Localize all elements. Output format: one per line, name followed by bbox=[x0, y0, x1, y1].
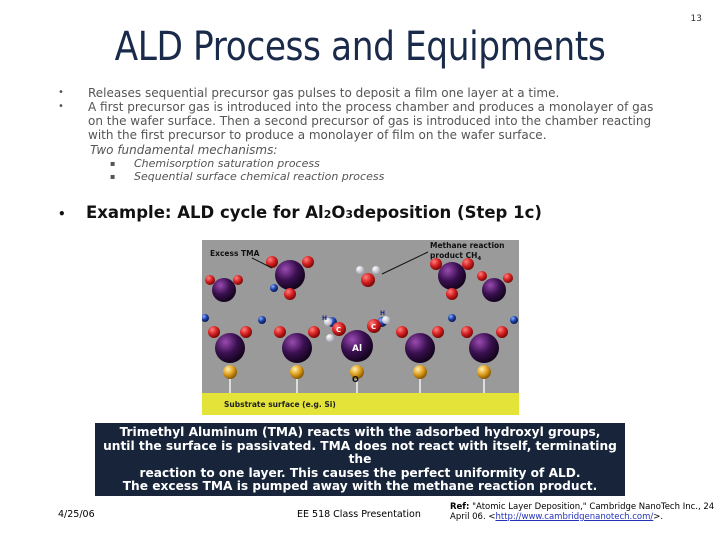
ref-label: Ref: bbox=[450, 502, 470, 512]
arrow-icon bbox=[251, 257, 273, 269]
methane-label: product CH4 bbox=[430, 251, 481, 262]
slide-title: ALD Process and Equipments bbox=[114, 24, 606, 70]
bullet-dot-icon: • bbox=[58, 101, 64, 112]
methane-label: Methane reaction bbox=[430, 241, 505, 250]
bullet-text: A first precursor gas is introduced into… bbox=[88, 100, 654, 142]
substrate-surface bbox=[202, 393, 519, 415]
sub-bullet-item: ▪ Sequential surface chemical reaction p… bbox=[110, 170, 658, 183]
example-suffix: deposition (Step 1c) bbox=[353, 203, 542, 222]
bullet-item: • A first precursor gas is introduced in… bbox=[58, 100, 658, 142]
excess-tma-label: Excess TMA bbox=[210, 249, 260, 258]
adsorbed-layer bbox=[202, 314, 518, 363]
example-subscript: 2 bbox=[323, 208, 332, 221]
slide-number: 13 bbox=[690, 14, 702, 24]
bullet-text: Releases sequential precursor gas pulses… bbox=[88, 86, 560, 100]
example-mid: O bbox=[331, 203, 346, 222]
caption-line: until the surface is passivated. TMA doe… bbox=[103, 438, 617, 466]
methane-molecules: C C H H bbox=[322, 310, 390, 342]
sub-heading: Two fundamental mechanisms: bbox=[90, 143, 278, 157]
ref-text: "Atomic Layer Deposition," Cambridge Nan… bbox=[450, 502, 715, 522]
aluminum-label: Al bbox=[352, 344, 362, 354]
footer-date: 4/25/06 bbox=[58, 509, 95, 520]
hydrogen-label: H bbox=[380, 310, 385, 317]
bullet-dot-icon: • bbox=[58, 207, 66, 221]
surface-pins bbox=[223, 365, 491, 393]
carbon-label: C bbox=[371, 323, 376, 331]
oxygen-label: O bbox=[352, 375, 359, 384]
methane-subscript: 4 bbox=[477, 256, 481, 262]
ref-link[interactable]: http://www.cambridgenanotech.com/ bbox=[495, 512, 654, 522]
sub-bullet-text: Sequential surface chemical reaction pro… bbox=[134, 170, 385, 183]
example-subscript: 3 bbox=[345, 208, 354, 221]
square-bullet-icon: ▪ bbox=[110, 172, 116, 181]
ref-end: >. bbox=[653, 512, 664, 522]
example-prefix: Example: ALD cycle for Al bbox=[86, 203, 324, 222]
caption-line: Trimethyl Aluminum (TMA) reacts with the… bbox=[119, 425, 601, 439]
square-bullet-icon: ▪ bbox=[110, 159, 116, 168]
arrow-icon bbox=[381, 251, 429, 275]
sub-bullet-item: ▪ Chemisorption saturation process bbox=[110, 157, 658, 170]
bullet-item: • Releases sequential precursor gas puls… bbox=[58, 86, 658, 100]
carbon-label: C bbox=[336, 326, 341, 334]
caption-box: Trimethyl Aluminum (TMA) reacts with the… bbox=[95, 423, 625, 496]
bullet-dot-icon: • bbox=[58, 87, 64, 98]
ald-molecule-diagram: Substrate surface (e.g. Si) O Al C C H H bbox=[202, 240, 519, 415]
excess-tma-molecules bbox=[205, 256, 513, 302]
substrate-label: Substrate surface (e.g. Si) bbox=[224, 400, 336, 409]
caption-line: reaction to one layer. This causes the p… bbox=[139, 465, 581, 480]
bullet-list: • Releases sequential precursor gas puls… bbox=[58, 86, 658, 183]
sub-bullet-text: Chemisorption saturation process bbox=[134, 157, 320, 170]
footer-presentation: EE 518 Class Presentation bbox=[297, 509, 421, 520]
caption-line: The excess TMA is pumped away with the m… bbox=[122, 479, 598, 493]
methane-label-text: product CH bbox=[430, 251, 477, 260]
hydrogen-label: H bbox=[322, 315, 327, 322]
footer-reference: Ref: "Atomic Layer Deposition," Cambridg… bbox=[450, 502, 715, 522]
